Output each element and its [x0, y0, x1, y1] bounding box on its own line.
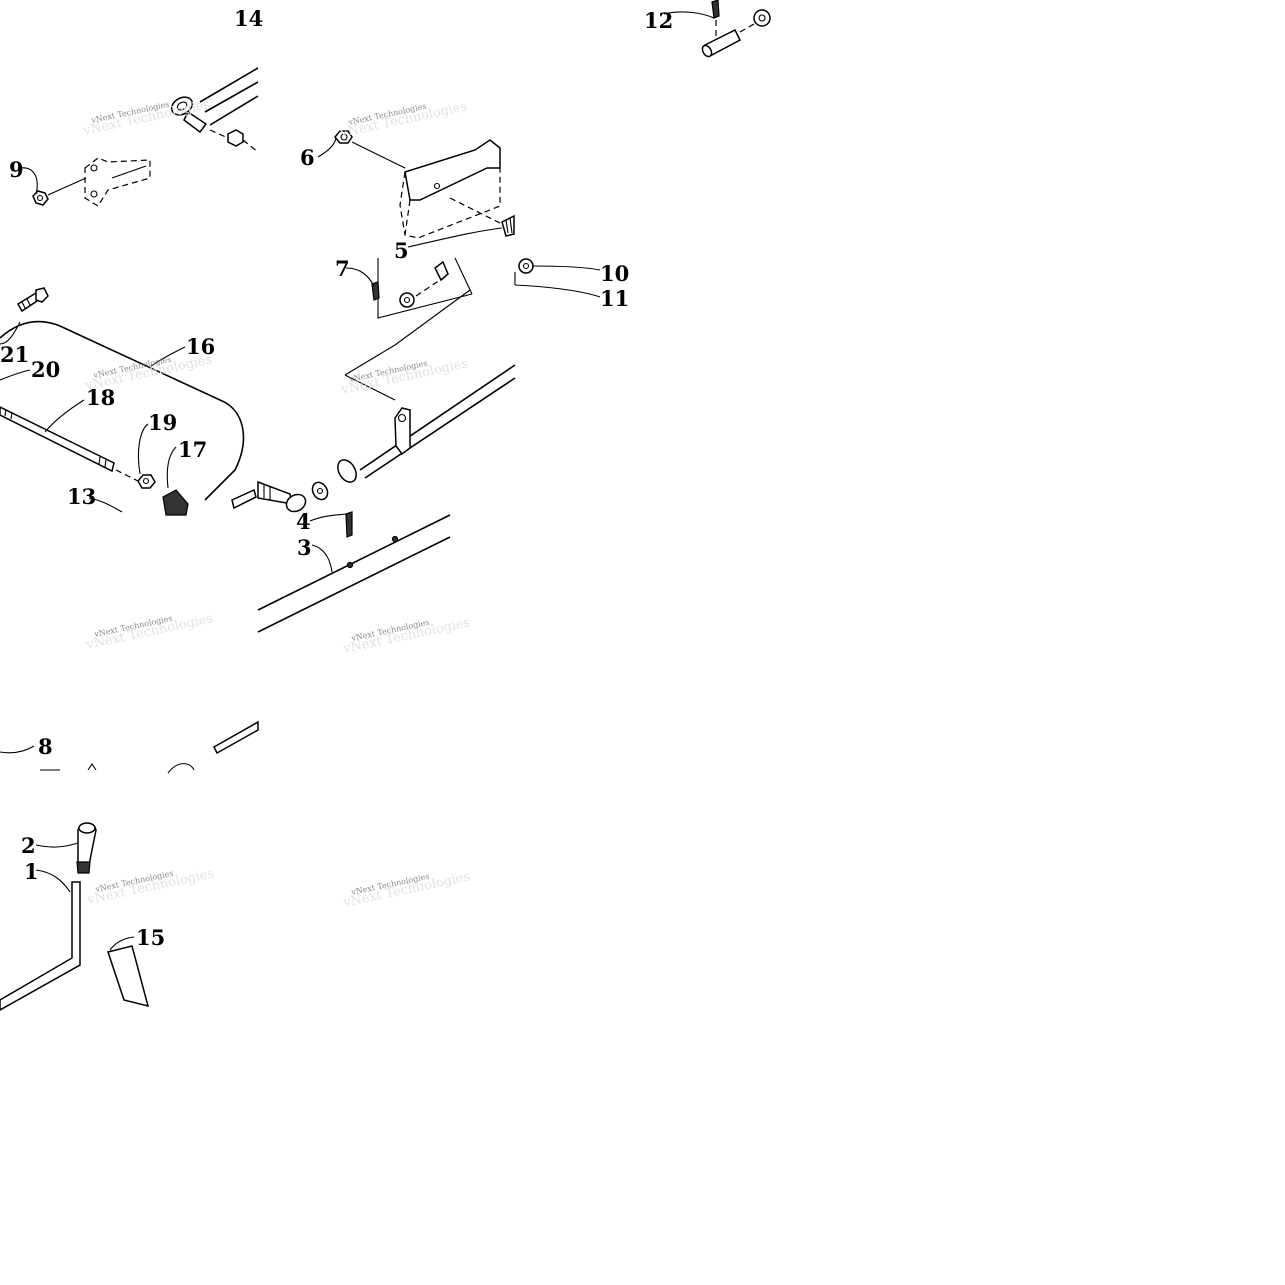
- callout-7: 7: [335, 256, 350, 281]
- callout-8: 8: [38, 734, 53, 759]
- shifter-lever-1: [0, 881, 81, 1011]
- clevis-assembly: [371, 257, 473, 319]
- nut-6: [334, 130, 406, 169]
- callout-2: 2: [21, 833, 36, 858]
- callout-1: 1: [24, 859, 39, 884]
- callout-labels: 1 2 3 4 5 6 7 8 9 10 11 12 13 14 15 16 1…: [0, 6, 673, 950]
- callout-13: 13: [67, 484, 96, 509]
- callout-3: 3: [297, 535, 312, 560]
- washer-10: [514, 258, 534, 285]
- pin-assembly-12: [701, 0, 771, 58]
- callout-12: 12: [644, 8, 673, 33]
- callout-18: 18: [86, 385, 115, 410]
- pad-15: [107, 945, 150, 1008]
- callout-6: 6: [300, 145, 315, 170]
- bolt-21: [16, 287, 49, 313]
- cable-16: [0, 320, 245, 501]
- plate-3: [257, 514, 451, 633]
- watermark-6: vNext Technologies vNext Technologies: [341, 615, 471, 657]
- watermark-2: vNext Technologies vNext Technologies: [338, 99, 468, 141]
- leader-lines: [0, 11, 715, 951]
- callout-4: 4: [296, 509, 311, 534]
- stud-5: [449, 197, 515, 237]
- mount-bracket: [399, 139, 501, 239]
- rod-18: [0, 406, 115, 473]
- callout-14: 14: [234, 6, 263, 31]
- callout-19: 19: [148, 410, 177, 435]
- callout-17: 17: [178, 437, 207, 462]
- watermark-7: vNext Technologies vNext Technologies: [85, 866, 215, 908]
- callout-16: 16: [186, 334, 215, 359]
- callout-5: 5: [394, 238, 409, 263]
- watermark-4: vNext Technologies vNext Technologies: [339, 356, 469, 398]
- callout-11: 11: [600, 286, 629, 311]
- callout-15: 15: [136, 925, 165, 950]
- nut-9: [32, 177, 87, 206]
- callout-9: 9: [9, 157, 24, 182]
- nut-19: [115, 469, 156, 489]
- rod-end-4: [231, 480, 353, 538]
- rod-8: [40, 720, 259, 774]
- bracket-plate: [84, 157, 151, 207]
- callout-10: 10: [600, 261, 629, 286]
- ferrule-17: [162, 489, 189, 516]
- cross-shaft: [311, 289, 516, 501]
- watermark-8: vNext Technologies vNext Technologies: [341, 869, 471, 911]
- callout-20: 20: [31, 357, 60, 382]
- rod-end-assembly: [170, 67, 259, 153]
- watermark-1: vNext Technologies vNext Technologies: [81, 97, 211, 139]
- knob-2: [76, 822, 97, 874]
- watermark-5: vNext Technologies vNext Technologies: [84, 611, 214, 653]
- callout-21: 21: [0, 342, 29, 367]
